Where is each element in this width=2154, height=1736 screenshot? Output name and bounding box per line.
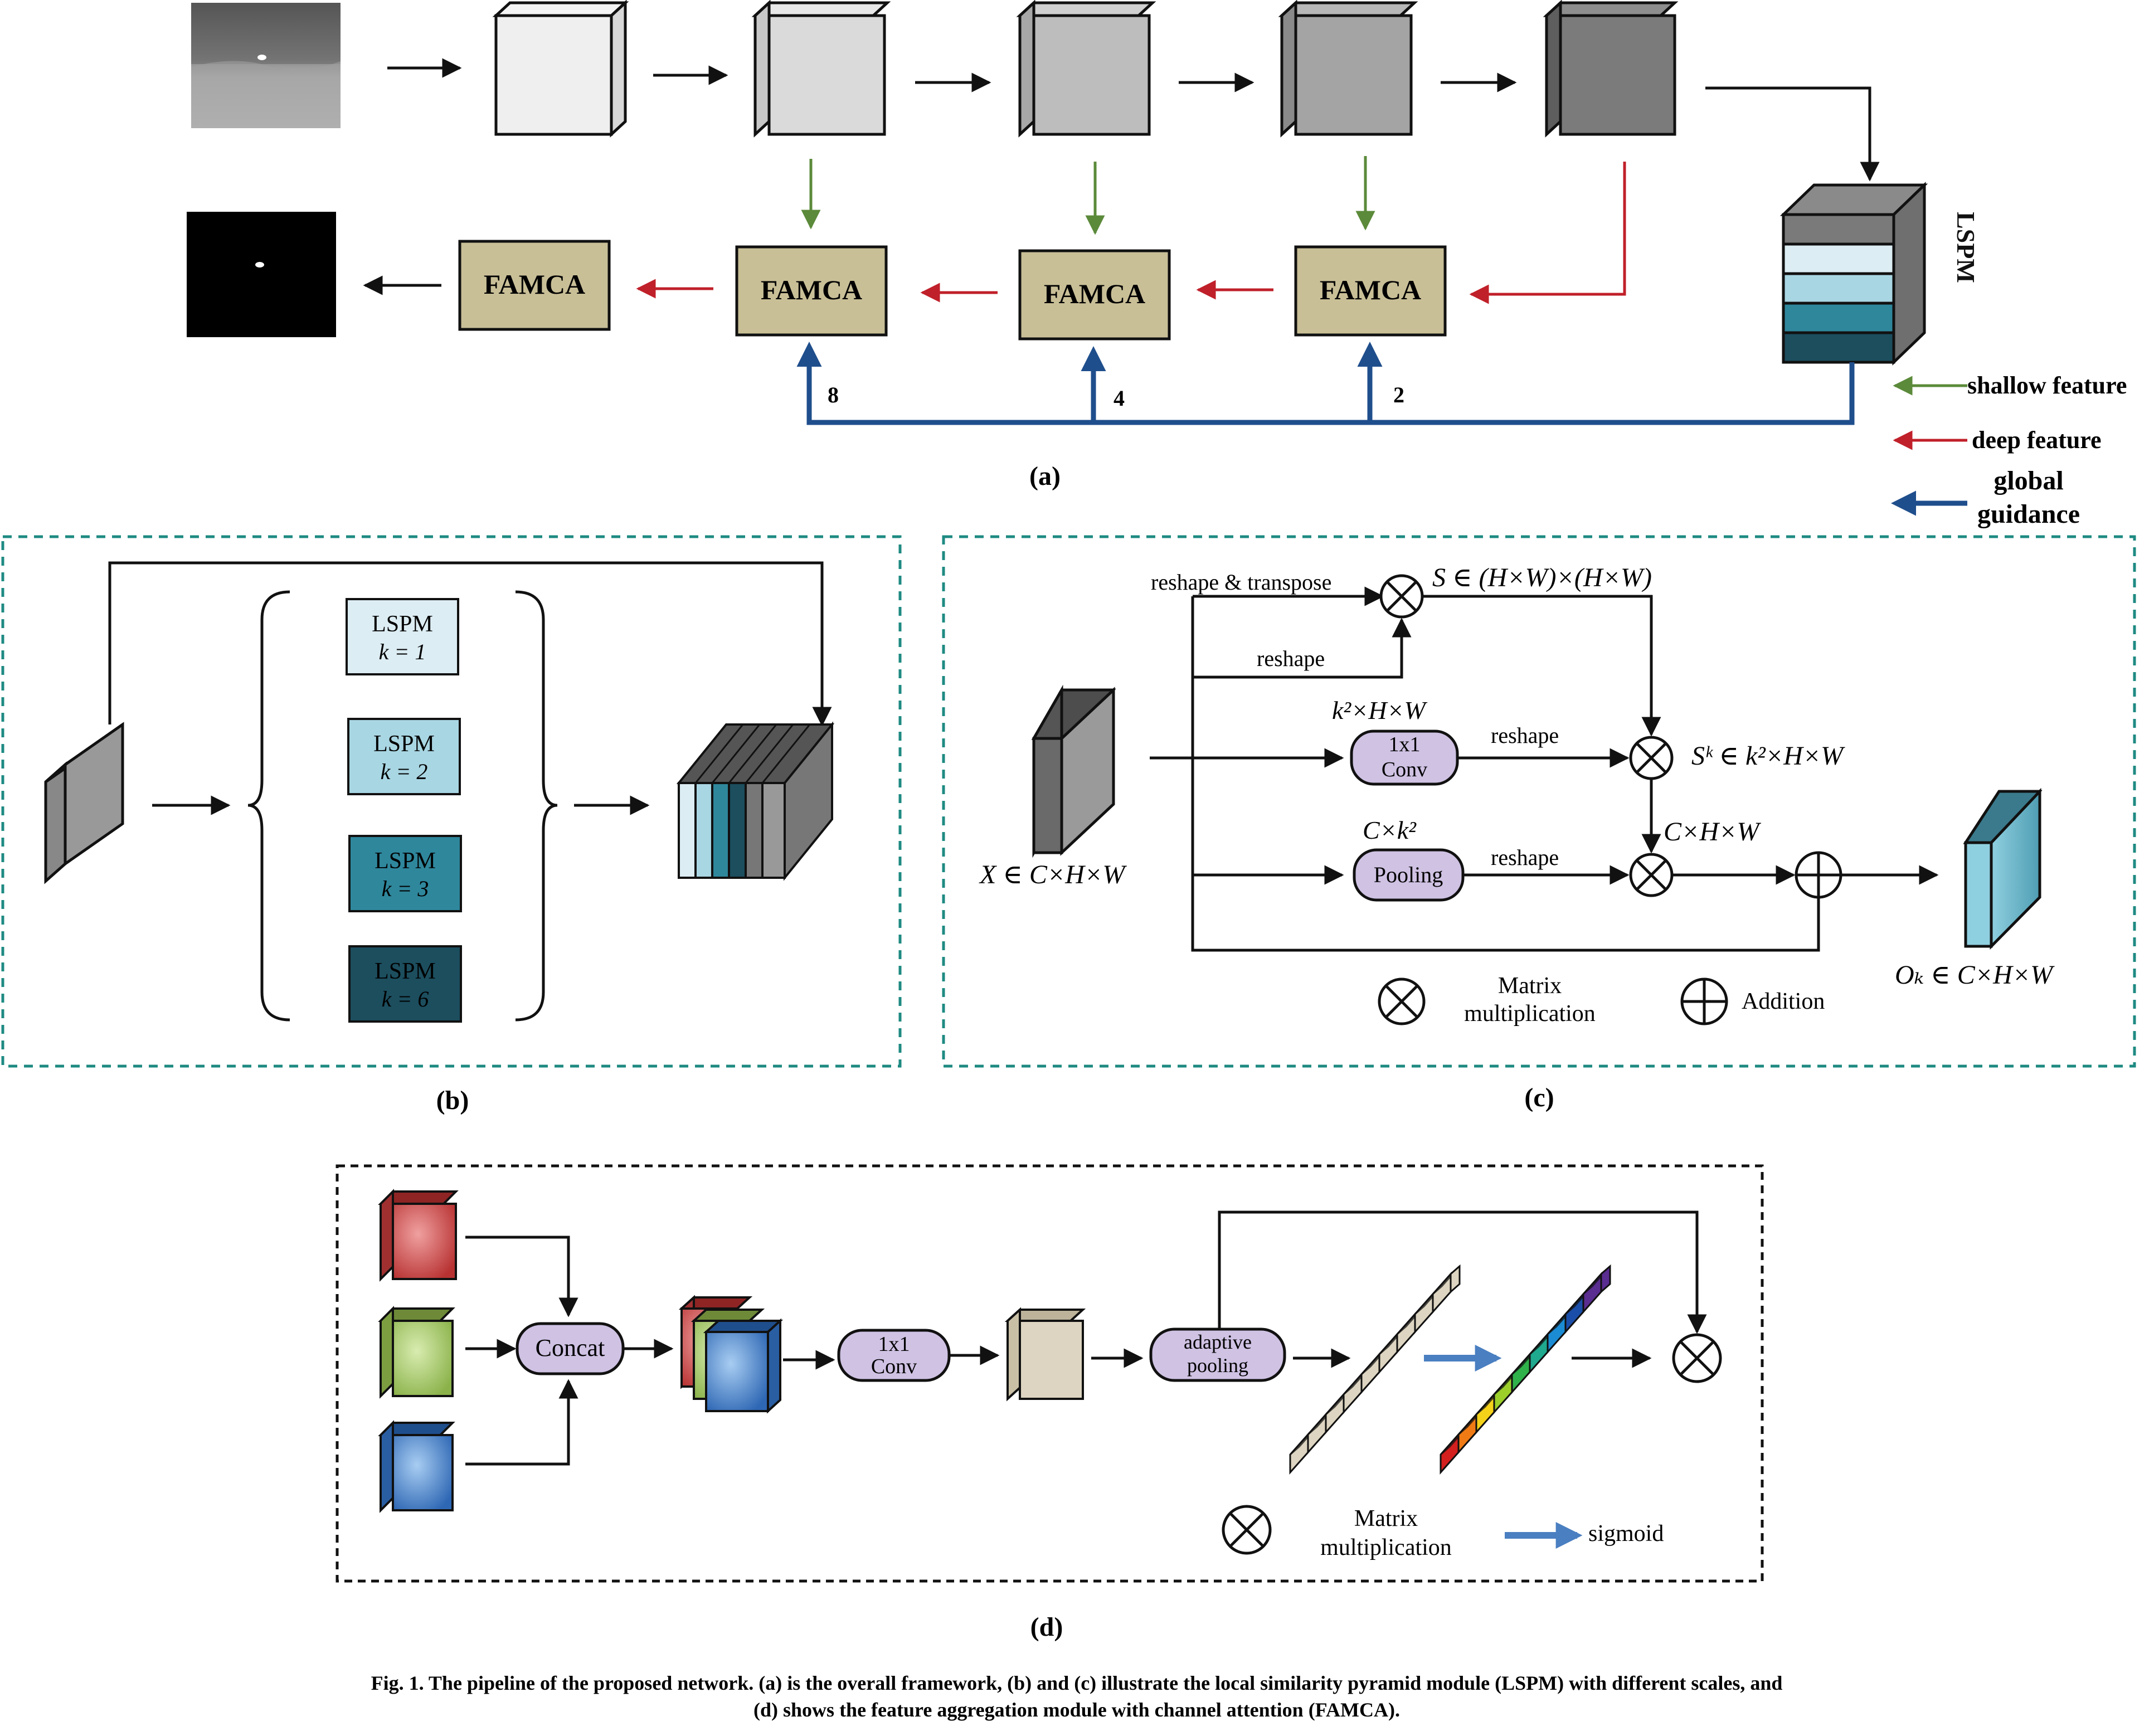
s-formula: S ∈ (H×W)×(H×W)	[1432, 563, 1652, 592]
lspm-k2: LSPM k = 2	[347, 718, 461, 795]
lspm-k2-name: LSPM	[373, 731, 435, 757]
scale-4: 4	[1114, 386, 1125, 411]
famca-label: FAMCA	[484, 269, 585, 300]
matmul-node-2	[1629, 736, 1674, 780]
concat-label: Concat	[536, 1334, 605, 1361]
add-node	[1795, 851, 1842, 899]
legend-d-sigmoid: sigmoid	[1588, 1521, 1664, 1547]
conv-pill-c: 1x1 Conv	[1350, 730, 1459, 786]
famca-label: FAMCA	[1044, 278, 1145, 309]
legend-c-matrix-1: Matrix	[1498, 973, 1562, 999]
conv-pill-d: 1x1 Conv	[837, 1329, 951, 1382]
panel-c: X ∈ C×H×W reshape & transpose reshape S …	[942, 535, 2136, 1112]
conv-label-2: Conv	[1382, 758, 1427, 781]
pooled-vector-segment-cap	[1450, 1264, 1461, 1294]
reshape-transpose-label: reshape & transpose	[1151, 570, 1331, 595]
x-formula: X ∈ C×H×W	[979, 860, 1127, 889]
encoder-cube-4	[1278, 0, 1418, 138]
conv-d-label-1: 1x1	[878, 1333, 910, 1356]
concat-pill: Concat	[516, 1322, 625, 1375]
legend-shallow: shallow feature	[1967, 372, 2127, 399]
famca-block-4: FAMCA	[1294, 245, 1447, 337]
legend-d: Matrix multiplication sigmoid	[1222, 1505, 1664, 1560]
concat-feature-b	[676, 721, 835, 881]
figure-caption-line1: Fig. 1. The pipeline of the proposed net…	[371, 1672, 1783, 1694]
conv-d-label-2: Conv	[871, 1355, 917, 1378]
pooling-pill: Pooling	[1353, 848, 1465, 902]
famca-label: FAMCA	[761, 274, 862, 305]
lspm-k1-name: LSPM	[372, 611, 433, 637]
famca-block-1: FAMCA	[458, 240, 611, 331]
matmul-node-1	[1379, 574, 1424, 619]
reshape-label-3: reshape	[1491, 845, 1559, 870]
famca-block-3: FAMCA	[1018, 249, 1171, 341]
caption-d: (d)	[1030, 1612, 1063, 1642]
encoder-cube-1	[492, 0, 629, 138]
lspm-k1-k: k = 1	[379, 639, 426, 664]
conv-label-1: 1x1	[1389, 733, 1421, 756]
output-mask	[187, 212, 336, 337]
panel-d: Concat 1x1 Conv	[336, 1164, 1764, 1642]
panel-a: LSPM FAMCA FAMCA FAMCA FAMCA	[187, 0, 2127, 529]
legend-d-matrix-1: Matrix	[1354, 1506, 1418, 1531]
adaptive-label-1: adaptive	[1184, 1331, 1252, 1353]
figure-caption-line2: (d) shows the feature aggregation module…	[753, 1699, 1400, 1721]
lspm-k6: LSPM k = 6	[348, 945, 462, 1023]
chw-formula: C×H×W	[1664, 817, 1761, 847]
caption-b: (b)	[436, 1086, 469, 1115]
input-feature-c	[1031, 684, 1116, 858]
beige-cube	[1004, 1307, 1086, 1402]
input-feature-b	[44, 722, 124, 884]
lspm-stack	[1779, 182, 1928, 366]
legend-c-addition: Addition	[1742, 989, 1825, 1014]
caption-a: (a)	[1029, 461, 1061, 491]
blue-cube	[378, 1420, 455, 1513]
attention-vector-segment-cap	[1600, 1264, 1611, 1294]
concat-cube-stack	[678, 1295, 784, 1414]
output-feature-c	[1963, 787, 2043, 950]
green-cube	[378, 1306, 455, 1399]
reshape-label-2: reshape	[1491, 723, 1559, 748]
lspm-k6-name: LSPM	[375, 959, 436, 984]
sk-formula: Sᵏ ∈ k²×H×W	[1691, 741, 1845, 771]
panel-b: LSPM k = 1 LSPM k = 2 LSPM k = 3 LSPM k …	[1, 535, 902, 1115]
legend-c: Matrix multiplication Addition	[1378, 973, 1825, 1027]
pooled-vector	[1289, 1264, 1461, 1475]
legend-global-2: guidance	[1977, 499, 2080, 529]
ck2-formula: C×k²	[1363, 816, 1417, 844]
encoder-cube-5	[1543, 0, 1679, 138]
reshape-label-1: reshape	[1257, 646, 1325, 671]
pooling-label: Pooling	[1374, 862, 1443, 887]
caption-c: (c)	[1524, 1083, 1554, 1112]
legend-deep: deep feature	[1972, 426, 2102, 454]
lspm-k3-k: k = 3	[382, 876, 429, 901]
encoder-cube-3	[1016, 0, 1156, 138]
legend-a: shallow feature deep feature global guid…	[1891, 372, 2127, 529]
legend-global-1: global	[1993, 466, 2063, 495]
adaptive-label-2: pooling	[1187, 1354, 1248, 1377]
red-cube	[378, 1189, 459, 1282]
matmul-node-3	[1629, 853, 1674, 897]
scale-2: 2	[1393, 382, 1404, 407]
adaptive-pooling-pill: adaptive pooling	[1149, 1327, 1286, 1382]
scale-8: 8	[828, 382, 839, 407]
lspm-label: LSPM	[1952, 212, 1980, 283]
o-formula: Oₖ ∈ C×H×W	[1895, 960, 2055, 990]
lspm-k1: LSPM k = 1	[346, 598, 459, 675]
legend-c-matrix-2: multiplication	[1464, 1001, 1596, 1027]
lspm-k3-name: LSPM	[375, 848, 436, 874]
lspm-k6-k: k = 6	[382, 986, 429, 1012]
matmul-node-d	[1672, 1333, 1722, 1383]
attention-vector	[1440, 1264, 1611, 1475]
k2-formula: k²×H×W	[1332, 696, 1428, 724]
input-image	[191, 3, 341, 128]
famca-label: FAMCA	[1320, 274, 1421, 305]
lspm-k2-k: k = 2	[381, 759, 428, 784]
lspm-k3: LSPM k = 3	[348, 835, 462, 912]
legend-d-matrix-2: multiplication	[1320, 1535, 1452, 1560]
famca-block-2: FAMCA	[735, 245, 888, 337]
encoder-cube-2	[751, 0, 891, 138]
